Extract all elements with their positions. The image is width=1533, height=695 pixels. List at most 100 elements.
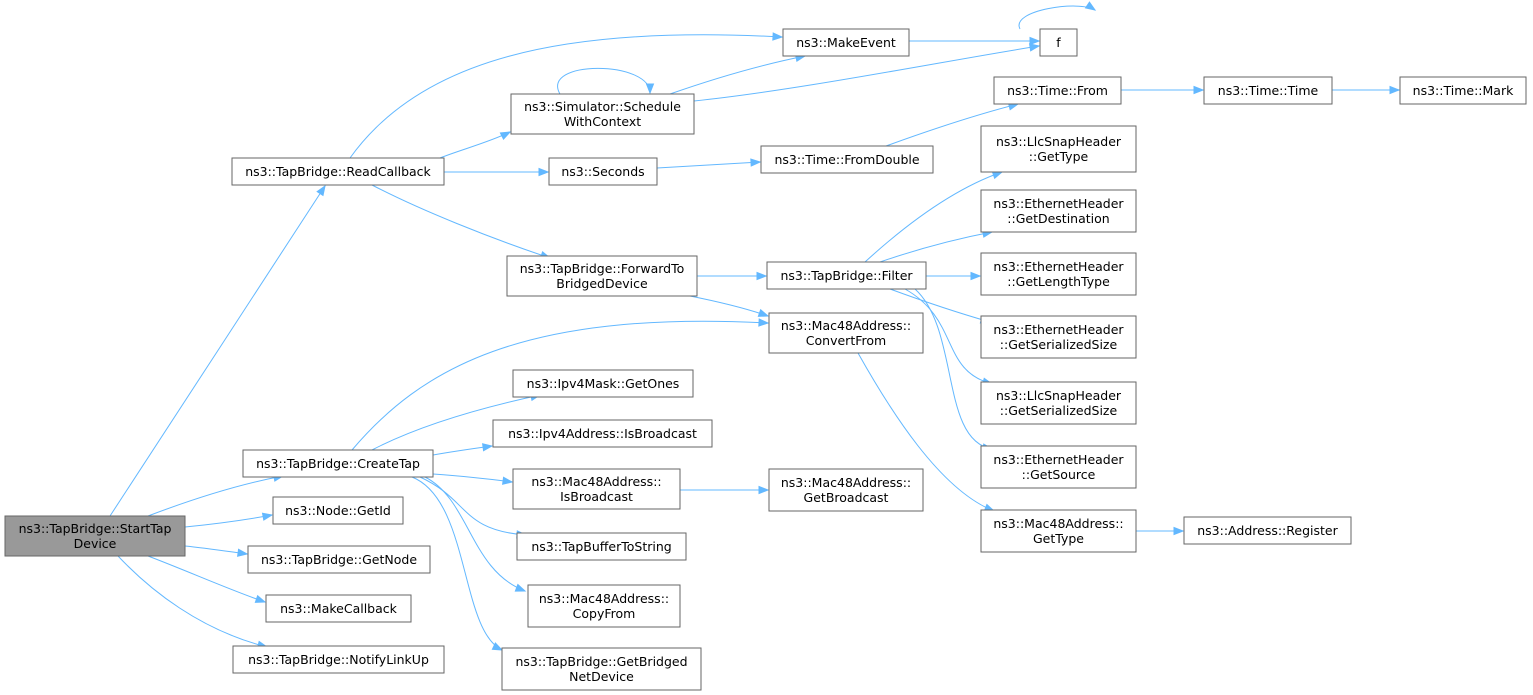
arrow-head-icon — [756, 271, 768, 281]
node-ethsrc[interactable]: ns3::EthernetHeader::GetSource — [980, 445, 1137, 489]
node-label: ns3::TapBridge::GetBridged — [515, 654, 687, 669]
node-timefrom[interactable]: ns3::Time::From — [993, 76, 1122, 105]
arrow-head-icon — [772, 32, 784, 41]
node-box — [232, 645, 445, 674]
node-box — [980, 189, 1137, 233]
node-getnode[interactable]: ns3::TapBridge::GetNode — [247, 545, 431, 574]
node-tapbuf[interactable]: ns3::TapBufferToString — [516, 532, 687, 561]
node-label: f — [1056, 35, 1061, 50]
node-filter[interactable]: ns3::TapBridge::Filter — [766, 261, 927, 290]
node-macgetbcast[interactable]: ns3::Mac48Address::GetBroadcast — [768, 468, 924, 512]
arrow-head-icon — [316, 184, 326, 197]
node-label: ns3::TapBufferToString — [531, 539, 671, 554]
edge-line — [656, 161, 761, 169]
node-label: IsBroadcast — [560, 489, 633, 504]
edge-line — [889, 288, 991, 323]
node-label: ns3::Address::Register — [1197, 523, 1338, 538]
node-f[interactable]: f — [1039, 28, 1078, 57]
node-llcgettype[interactable]: ns3::LlcSnapHeader::GetType — [980, 125, 1137, 173]
node-createtap[interactable]: ns3::TapBridge::CreateTap — [242, 449, 434, 478]
edge-timetime-to-timemark — [1332, 85, 1401, 95]
node-box — [768, 312, 924, 354]
node-getid[interactable]: ns3::Node::GetId — [272, 496, 404, 525]
node-box — [980, 445, 1137, 489]
node-seconds[interactable]: ns3::Seconds — [548, 157, 658, 186]
edge-line — [864, 171, 1003, 263]
node-label: ns3::Mac48Address:: — [539, 591, 669, 606]
node-notify[interactable]: ns3::TapBridge::NotifyLinkUp — [232, 645, 445, 674]
node-label: ns3::Mac48Address:: — [781, 475, 911, 490]
node-box — [516, 532, 687, 561]
node-ethsize[interactable]: ns3::EthernetHeader::GetSerializedSize — [980, 315, 1137, 359]
edge-line — [885, 103, 1019, 147]
edge-filter-to-ethlen — [926, 271, 982, 281]
arrow-head-icon — [261, 512, 274, 521]
node-addrreg[interactable]: ns3::Address::Register — [1183, 516, 1352, 545]
edge-schedctx-to-f — [693, 43, 1041, 102]
node-label: GetBroadcast — [804, 490, 889, 505]
node-label: NetDevice — [569, 669, 634, 684]
node-label: ConvertFrom — [806, 333, 886, 348]
edge-start-to-createtap — [147, 473, 285, 517]
edge-start-to-getnode — [184, 545, 249, 557]
node-ipv4mask[interactable]: ns3::Ipv4Mask::GetOnes — [512, 369, 694, 398]
arrow-head-icon — [254, 594, 267, 603]
node-timemark[interactable]: ns3::Time::Mark — [1399, 76, 1527, 105]
node-label: ns3::TapBridge::CreateTap — [256, 456, 420, 471]
node-copyfrom[interactable]: ns3::Mac48Address::CopyFrom — [527, 584, 681, 628]
node-llcsize[interactable]: ns3::LlcSnapHeader::GetSerializedSize — [980, 381, 1137, 425]
node-label: ns3::Ipv4Mask::GetOnes — [527, 376, 680, 391]
node-box — [492, 419, 713, 448]
edge-seconds-to-fromdouble — [656, 158, 762, 169]
node-label: ns3::TapBridge::ForwardTo — [520, 261, 685, 276]
edge-line — [109, 185, 326, 517]
node-readcb[interactable]: ns3::TapBridge::ReadCallback — [231, 157, 445, 186]
node-ipv4bcast[interactable]: ns3::Ipv4Address::IsBroadcast — [492, 419, 713, 448]
node-box — [782, 28, 910, 57]
edge-line — [669, 55, 806, 95]
node-box — [1399, 76, 1527, 105]
edge-line — [117, 555, 268, 648]
node-label: CopyFrom — [573, 606, 636, 621]
edge-filter-to-ethsrc — [914, 288, 994, 452]
arrow-head-icon — [502, 476, 514, 485]
edge-createtap-to-ipv4bcast — [432, 443, 494, 456]
node-ethdest[interactable]: ns3::EthernetHeader::GetDestination — [980, 189, 1137, 233]
node-ethlen[interactable]: ns3::EthernetHeader::GetLengthType — [980, 252, 1137, 296]
node-label: ::GetSerializedSize — [1000, 337, 1118, 352]
node-label: ::GetDestination — [1007, 211, 1109, 226]
edge-line — [432, 473, 513, 483]
edge-createtap-to-convertfrom — [351, 318, 770, 451]
node-box — [512, 369, 694, 398]
edge-line — [1018, 5, 1096, 30]
node-label: ::GetLengthType — [1007, 274, 1110, 289]
node-label: ns3::Time::From — [1007, 83, 1108, 98]
node-macisbcast[interactable]: ns3::Mac48Address::IsBroadcast — [512, 468, 681, 510]
arrow-head-icon — [482, 443, 494, 452]
node-label: ::GetSerializedSize — [1000, 403, 1118, 418]
edge-schedctx-to-schedctx — [557, 67, 655, 95]
node-convertfrom[interactable]: ns3::Mac48Address::ConvertFrom — [768, 312, 924, 354]
arrow-head-icon — [757, 308, 770, 317]
edge-start-to-readcb — [109, 184, 326, 517]
node-macgettype[interactable]: ns3::Mac48Address::GetType — [980, 509, 1137, 553]
edge-line — [371, 184, 551, 259]
edge-readcb-to-schedctx — [439, 131, 512, 159]
node-makecb[interactable]: ns3::MakeCallback — [265, 594, 412, 623]
edge-readcb-to-forward — [371, 184, 552, 260]
arrow-head-icon — [491, 642, 504, 651]
node-box — [766, 261, 927, 290]
node-box — [980, 125, 1137, 173]
edge-createtap-to-copyfrom — [424, 476, 527, 592]
arrow-head-icon — [970, 271, 982, 281]
arrow-head-icon — [1173, 526, 1185, 536]
node-timetime[interactable]: ns3::Time::Time — [1203, 76, 1333, 105]
node-fromdouble[interactable]: ns3::Time::FromDouble — [760, 145, 934, 174]
node-makeevent[interactable]: ns3::MakeEvent — [782, 28, 910, 57]
arrow-head-icon — [758, 318, 770, 327]
